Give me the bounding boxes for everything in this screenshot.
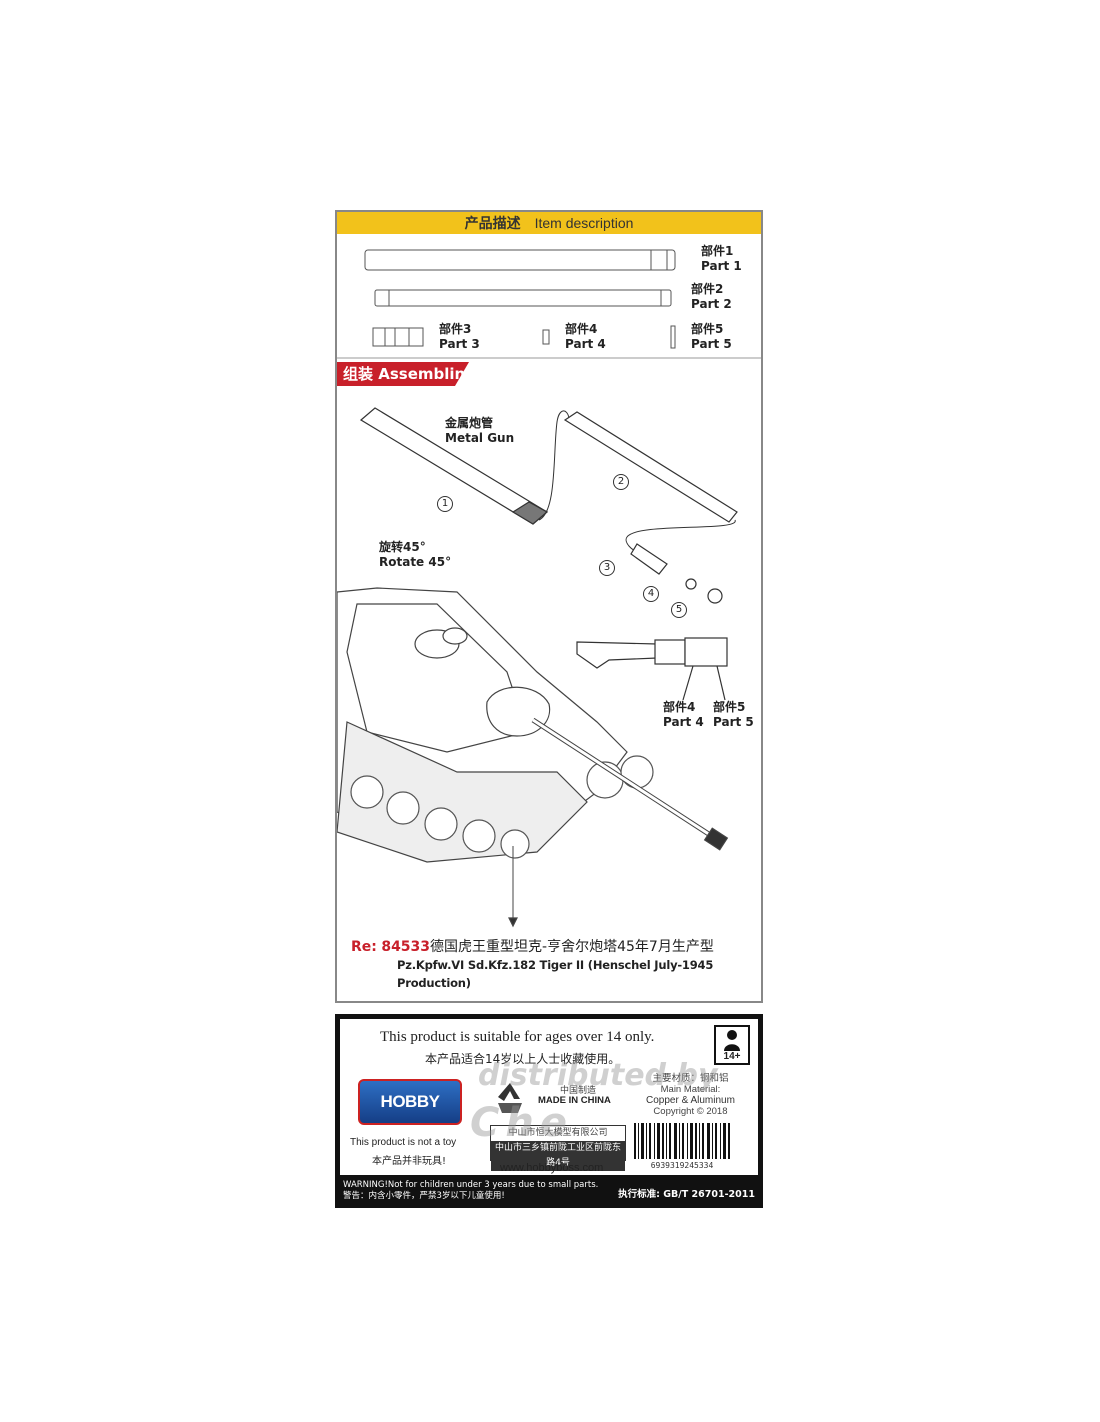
reference-code: 84533	[381, 939, 431, 955]
item-description-header: 产品描述 Item description	[337, 212, 761, 234]
barcode-digits: 6939319245334	[651, 1161, 714, 1169]
reference-kit: Re: 84533德国虎王重型坦克-亨舍尔炮塔45年7月生产型 Pz.Kpfw.…	[351, 938, 751, 992]
made-in-china-cn: 中国制造	[560, 1086, 597, 1096]
callout-2: 2	[613, 474, 629, 490]
part-4-ring	[542, 329, 550, 345]
not-toy-en: This product is not a toy	[350, 1137, 457, 1148]
warning-text: WARNING!Not for children under 3 years d…	[343, 1180, 599, 1201]
packaging-info-panel: This product is suitable for ages over 1…	[340, 1019, 758, 1175]
age-notice-cn: 本产品适合14岁以上人士收藏使用。	[425, 1052, 621, 1066]
part-1-barrel	[364, 249, 676, 271]
age-14-icon: 14+	[714, 1025, 750, 1065]
watermark-line-2: Che	[470, 1100, 573, 1146]
watermark-line-1: distributed by	[478, 1058, 718, 1093]
age-badge-text: 14+	[723, 1051, 741, 1062]
callout-3: 3	[599, 560, 615, 576]
header-en: Item description	[534, 215, 634, 231]
barcode: 6939319245334	[634, 1123, 730, 1169]
hobbyboss-logo: HOBBY BOSS	[358, 1079, 462, 1153]
part-3-muzzle	[372, 327, 424, 347]
company-address-box: 中山市恒大模型有限公司 中山市三乡镇前陇工业区前陇东路4号	[490, 1125, 626, 1171]
part-5-ring	[670, 325, 676, 349]
recycle-icon	[498, 1083, 522, 1113]
assembling-tag	[337, 362, 469, 386]
age-notice-en: This product is suitable for ages over 1…	[380, 1029, 655, 1045]
header-cn: 产品描述	[464, 215, 521, 231]
callout-5: 5	[671, 602, 687, 618]
rotate-label: 旋转45°Rotate 45°	[379, 540, 452, 569]
callout-4: 4	[643, 586, 659, 602]
standard-code: 执行标准: GB/T 26701-2011	[618, 1189, 755, 1200]
reference-en: Pz.Kpfw.VI Sd.Kfz.182 Tiger II (Henschel…	[397, 958, 714, 990]
callout-1: 1	[437, 496, 453, 512]
instruction-sheet: 产品描述 Item description	[335, 210, 763, 1003]
not-toy-cn: 本产品并非玩具!	[372, 1156, 447, 1167]
part-2-barrel	[374, 289, 672, 307]
made-in-china-en: MADE IN CHINA	[538, 1095, 611, 1106]
packaging-footer: This product is suitable for ages over 1…	[335, 1014, 763, 1208]
exploded-view	[359, 407, 738, 604]
reference-prefix: Re:	[351, 939, 377, 955]
muzzle-detail-view	[576, 637, 728, 701]
material-info: 主要材质：铜和铝 Main Material: Copper & Aluminu…	[646, 1073, 735, 1117]
reference-cn: 德国虎王重型坦克-亨舍尔炮塔45年7月生产型	[430, 939, 714, 955]
tank-drawing	[337, 587, 729, 928]
website: www.hobbyboss.com	[500, 1162, 604, 1174]
parts-and-assembly-drawing	[337, 249, 761, 928]
assembling-title: 组装 Assembling	[343, 365, 476, 383]
